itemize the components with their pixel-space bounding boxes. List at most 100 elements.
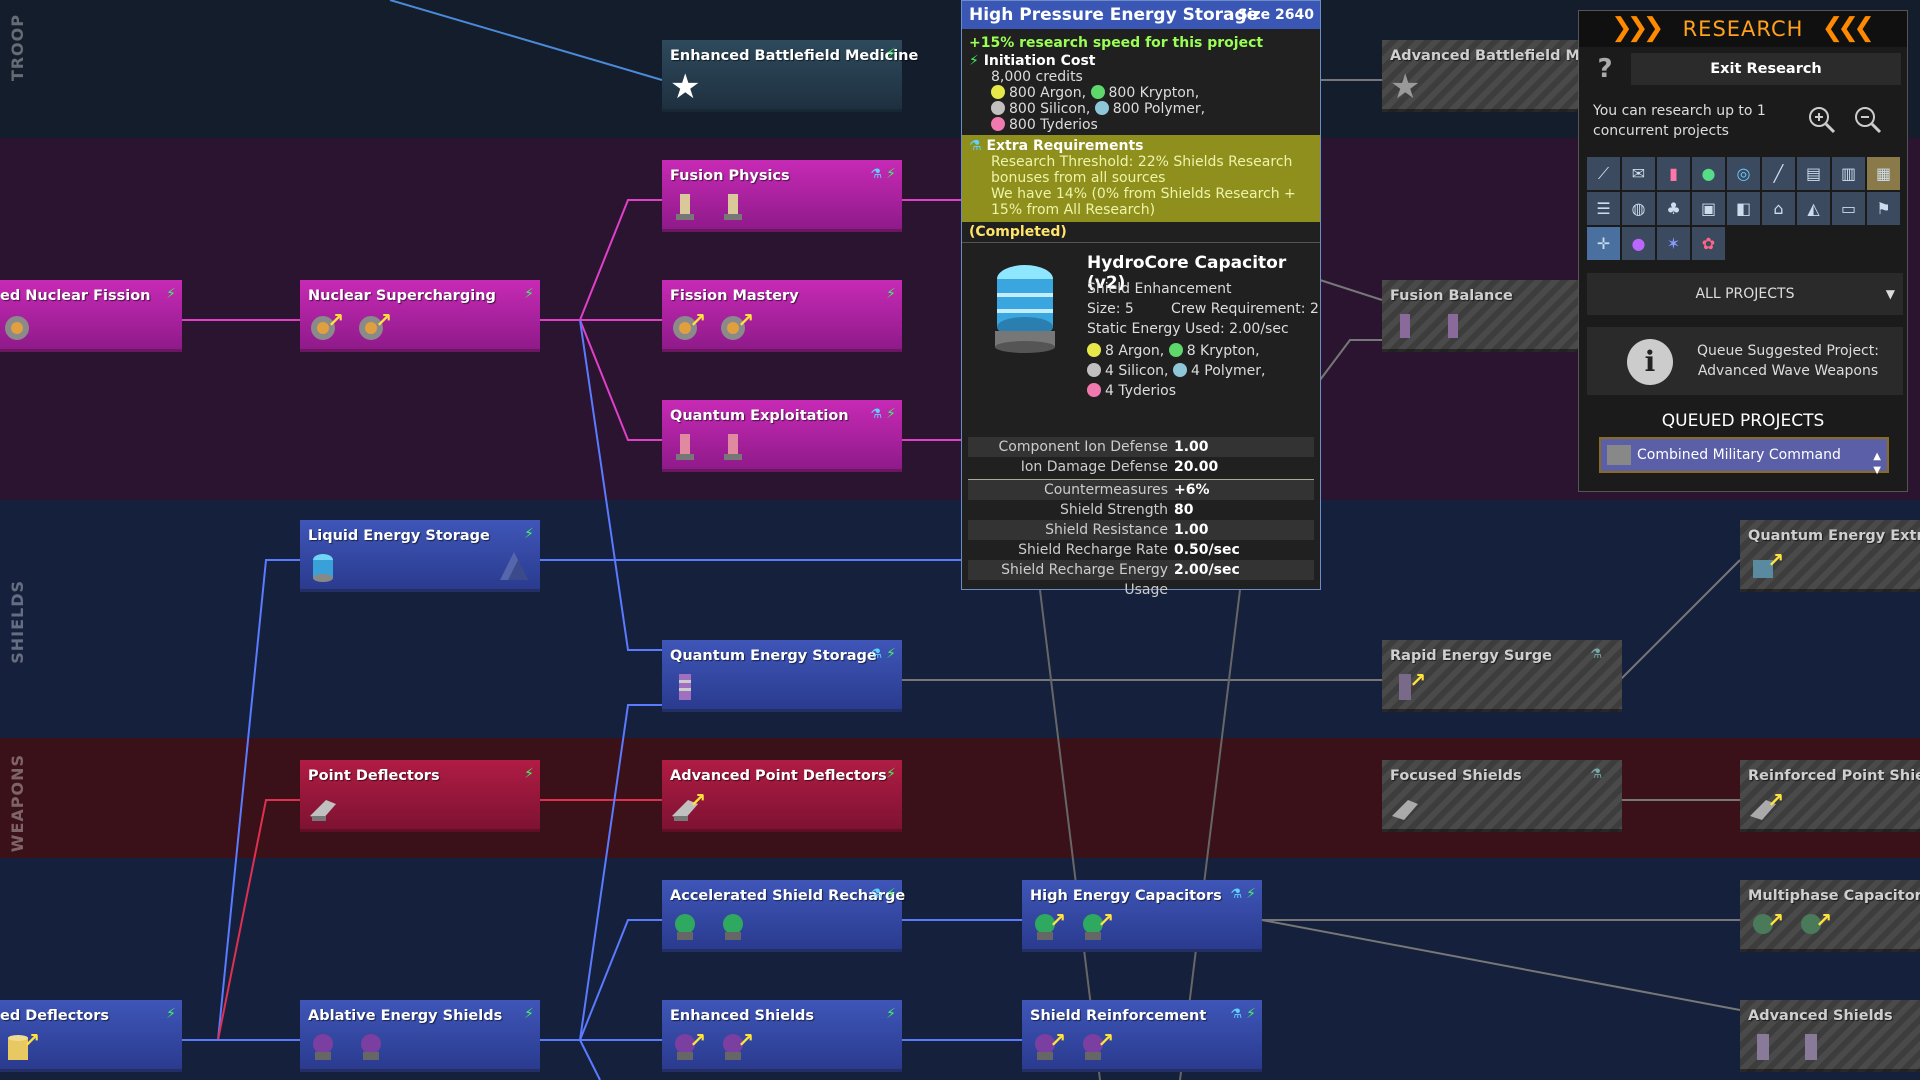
flask-icon: ⚗ [1590,767,1602,782]
stat-key: Shield Recharge Energy Usage [1001,562,1168,598]
research-have: We have 14% (0% from Shields Research + … [991,186,1296,218]
node-accelerated-shield-recharge[interactable]: Accelerated Shield Recharge ⚗ ⚡ [662,880,905,952]
category-biology-icon[interactable]: ✿ [1692,227,1725,260]
stat-key: Countermeasures [1043,482,1168,498]
node-enhanced-battlefield-medicine[interactable]: Enhanced Battlefield Medicine ⚡ ★ [662,40,918,112]
node-shield-reinforcement[interactable]: Shield Reinforcement ⚗ ⚡ ↗ ↗ [1022,1000,1262,1072]
queued-project-name: Combined Military Command [1637,447,1841,463]
category-station-icon[interactable]: ⌂ [1762,192,1795,225]
project-filter-dropdown[interactable]: ALL PROJECTS ▼ [1587,273,1903,315]
node-fission-mastery[interactable]: Fission Mastery ⚡ ↗ ↗ [662,280,902,352]
research-header: ❯❯❯ RESEARCH ❮❮❮ [1579,11,1907,47]
stat-value: 1.00 [1174,439,1209,455]
tooltip-header: High Pressure Energy Storage Size 2640 [962,1,1320,29]
node-point-deflectors[interactable]: Point Deflectors ⚡ [300,760,540,832]
help-button[interactable]: ? [1597,54,1613,84]
node-title: Shield Reinforcement [1030,1008,1207,1024]
node-title: Fusion Physics [670,168,790,184]
category-beam-icon[interactable]: ╱ [1762,157,1795,190]
node-title: Quantum Exploitation [670,408,849,424]
queue-suggested-button[interactable]: i Queue Suggested Project: Advanced Wave… [1587,327,1903,395]
node-quantum-exploitation[interactable]: Quantum Exploitation ⚗ ⚡ [662,400,902,472]
flask-icon: ⚗ [870,647,882,662]
node-title: ed Nuclear Fission [0,288,151,304]
fission-reactor-upgrade-icon: ↗ [718,308,754,344]
node-title: Rapid Energy Surge [1390,648,1552,664]
chevron-right-icon: ❯❯❯ [1611,13,1664,43]
bolt-icon: ⚡ [886,166,896,182]
stat-row: Component Ion Defense 1.00 [968,437,1314,457]
category-troop-icon[interactable]: ☰ [1587,192,1620,225]
node-advanced-point-deflectors[interactable]: Advanced Point Deflectors ⚡ ↗ [662,760,902,832]
stat-key: Component Ion Defense [998,439,1168,455]
node-liquid-energy-storage[interactable]: Liquid Energy Storage ⚡ [300,520,540,592]
component-crew: Crew Requirement: 2 [1171,301,1319,317]
category-hull-icon[interactable]: ◭ [1797,192,1830,225]
node-reinforced-point-shields[interactable]: Reinforced Point Shields ↗ [1740,760,1920,832]
tyderios-icon [1087,383,1101,397]
res-silicon: 4 Silicon, [1105,363,1169,379]
move-down-icon[interactable]: ▼ [1873,465,1881,476]
node-fusion-physics[interactable]: Fusion Physics ⚗ ⚡ [662,160,902,232]
node-nuclear-fission[interactable]: ed Nuclear Fission ⚡ [0,280,182,352]
node-rapid-energy-surge[interactable]: Rapid Energy Surge ⚗ ↗ [1382,640,1622,712]
category-planet-icon[interactable]: ◍ [1622,192,1655,225]
category-shields-icon[interactable]: ● [1692,157,1725,190]
category-flag-icon[interactable]: ⚑ [1867,192,1900,225]
category-map-icon[interactable]: ▦ [1867,157,1900,190]
bolt-icon: ⚡ [524,1006,534,1022]
node-multiphase-capacitors[interactable]: Multiphase Capacitors ↗ ↗ [1740,880,1920,952]
category-engine-icon[interactable]: ▤ [1797,157,1830,190]
reactor-icon [670,190,700,224]
node-enhanced-shields[interactable]: Enhanced Shields ⚡ ↗ ↗ [662,1000,902,1072]
node-title: Multiphase Capacitors [1748,888,1920,904]
bolt-icon: ⚡ [524,286,534,302]
shield-dome-upgrade-icon: ↗ [718,1028,754,1064]
shield-dome-icon [308,1030,338,1064]
node-quantum-energy-storage[interactable]: Quantum Energy Storage ⚗ ⚡ [662,640,902,712]
category-tree-icon[interactable]: ♣ [1657,192,1690,225]
node-title: Advanced Battlefield Medic [1390,48,1614,64]
category-orb-icon[interactable]: ● [1622,227,1655,260]
node-deflectors[interactable]: ed Deflectors ⚡ ↗ [0,1000,182,1072]
zoom-in-icon[interactable] [1805,105,1839,139]
category-mail-icon[interactable]: ✉ [1622,157,1655,190]
zoom-out-icon[interactable] [1851,105,1885,139]
node-ablative-energy-shields[interactable]: Ablative Energy Shields ⚡ [300,1000,540,1072]
category-star-icon[interactable]: ✶ [1657,227,1690,260]
move-up-icon[interactable]: ▲ [1873,451,1881,462]
bolt-icon: ⚡ [886,1006,896,1022]
node-fusion-balance[interactable]: Fusion Balance [1382,280,1578,352]
node-advanced-shields[interactable]: Advanced Shields [1740,1000,1920,1072]
fission-reactor-upgrade-icon: ↗ [670,308,706,344]
category-ship-icon[interactable]: ▭ [1832,192,1865,225]
res-argon: 8 Argon, [1105,343,1165,359]
flask-icon: ⚗ [1230,887,1242,902]
node-focused-shields[interactable]: Focused Shields ⚗ [1382,760,1622,832]
shield-generator-upgrade-icon: ↗ [1030,908,1066,944]
hydrocore-capacitor-icon [990,257,1060,357]
node-quantum-energy-extract[interactable]: Quantum Energy Extract ↗ [1740,520,1920,592]
argon-icon [1087,343,1101,357]
category-weapons-icon[interactable]: ⟋ [1587,157,1620,190]
queued-project-item[interactable]: Combined Military Command ▲ ▼ [1599,437,1889,476]
category-energy-icon[interactable]: ▮ [1657,157,1690,190]
fission-reactor-upgrade-icon: ↗ [356,308,392,344]
node-high-energy-capacitors[interactable]: High Energy Capacitors ⚗ ⚡ ↗ ↗ [1022,880,1262,952]
category-ring-icon[interactable]: ◎ [1727,157,1760,190]
deflector-icon [308,790,338,824]
node-nuclear-supercharging[interactable]: Nuclear Supercharging ⚡ ↗ ↗ [300,280,540,352]
component-energy: Static Energy Used: 2.00/sec [1087,321,1289,337]
category-armor-icon[interactable]: ▥ [1832,157,1865,190]
category-cargo-icon[interactable]: ◧ [1727,192,1760,225]
bolt-icon: ⚡ [969,53,984,69]
category-mining-icon[interactable]: ▣ [1692,192,1725,225]
component-resources: 8 Argon, 8 Krypton, 4 Silicon, 4 Polymer… [1087,341,1265,401]
category-navigation-icon[interactable]: ✛ [1587,227,1620,260]
research-title: RESEARCH [1682,17,1804,41]
exit-research-button[interactable]: Exit Research [1631,53,1901,85]
quantum-capacitor-upgrade-icon: ↗ [1390,668,1426,704]
silicon-icon [1087,363,1101,377]
